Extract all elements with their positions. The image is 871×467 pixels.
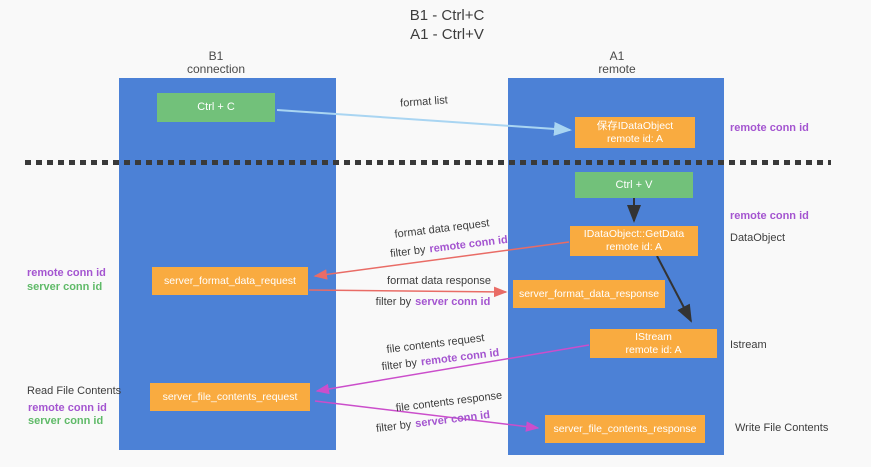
node-ctrl-v: Ctrl + V (575, 172, 693, 198)
machine-boundary-dashed-line (25, 160, 831, 165)
node-istream: IStream remote id: A (590, 329, 717, 358)
lane-a1-role: remote (598, 62, 636, 76)
left-server-conn-id-1: server conn id (27, 281, 103, 293)
left-remote-conn-id-1: remote conn id (27, 267, 106, 279)
annotation-read-file-contents: Read File Contents (27, 385, 122, 397)
filter-by-text: filter by (375, 296, 412, 308)
title-line-1: B1 - Ctrl+C (409, 7, 485, 24)
left-remote-conn-id-2: remote conn id (28, 402, 107, 414)
remote-conn-id-text: remote conn id (428, 233, 509, 256)
ctrl-v-label: Ctrl + V (615, 178, 653, 191)
annotation-dataobject: DataObject (730, 232, 786, 244)
node-idataobject-getdata: IDataObject::GetData remote id: A (570, 226, 698, 256)
server-conn-id-text: server conn id (415, 296, 491, 308)
getdata-remote-id: remote id: A (605, 241, 663, 253)
lane-b1-role: connection (186, 62, 246, 76)
annotation-remote-conn-id-middle: remote conn id (730, 210, 809, 222)
filter-by-text: filter by (375, 418, 413, 435)
node-server-file-contents-response: server_file_contents_response (545, 415, 705, 443)
node-server-file-contents-request: server_file_contents_request (150, 383, 310, 411)
node-save-idataobject: 保存IDataObject remote id: A (575, 117, 695, 148)
server-conn-id-text: server conn id (414, 409, 491, 431)
server-file-contents-response-label: server_file_contents_response (553, 422, 697, 435)
save-idataobject-label: 保存IDataObject (596, 119, 674, 132)
server-file-contents-request-label: server_file_contents_request (162, 390, 298, 403)
edge-label-format-list: format list (399, 94, 449, 110)
istream-remote-id: remote id: A (625, 343, 682, 356)
filter-by-text: filter by (381, 356, 418, 374)
node-ctrl-c: Ctrl + C (157, 93, 275, 122)
ctrl-c-label: Ctrl + C (197, 101, 235, 113)
lane-header-b1: B1 connection (146, 50, 286, 76)
lane-header-a1: A1 remote (547, 50, 687, 76)
annotation-istream: Istream (730, 339, 767, 351)
annotation-left-conn-ids-1: remote conn id server conn id (27, 266, 106, 294)
title-line-2: A1 - Ctrl+V (410, 26, 484, 43)
node-server-format-data-request: server_format_data_request (152, 267, 308, 295)
server-format-data-request-label: server_format_data_request (164, 274, 296, 287)
left-server-conn-id-2: server conn id (28, 415, 104, 427)
istream-label: IStream (635, 330, 672, 343)
diagram-title: B1 - Ctrl+C A1 - Ctrl+V (297, 6, 597, 44)
save-idataobject-remote-id: remote id: A (606, 132, 664, 145)
annotation-write-file-contents: Write File Contents (735, 422, 829, 434)
edge-label-format-data-response: format data response (387, 275, 491, 287)
filter-by-text: filter by (389, 243, 427, 261)
getdata-label: IDataObject::GetData (583, 228, 685, 240)
annotation-remote-conn-id-top: remote conn id (730, 122, 809, 134)
server-format-data-response-label: server_format_data_response (518, 287, 660, 300)
lane-b1-name: B1 (208, 49, 224, 63)
lane-a1-name: A1 (609, 49, 625, 63)
format-data-response-arrow (308, 286, 508, 298)
node-server-format-data-response: server_format_data_response (513, 280, 665, 308)
annotation-left-conn-ids-2: remote conn id server conn id (28, 402, 107, 428)
